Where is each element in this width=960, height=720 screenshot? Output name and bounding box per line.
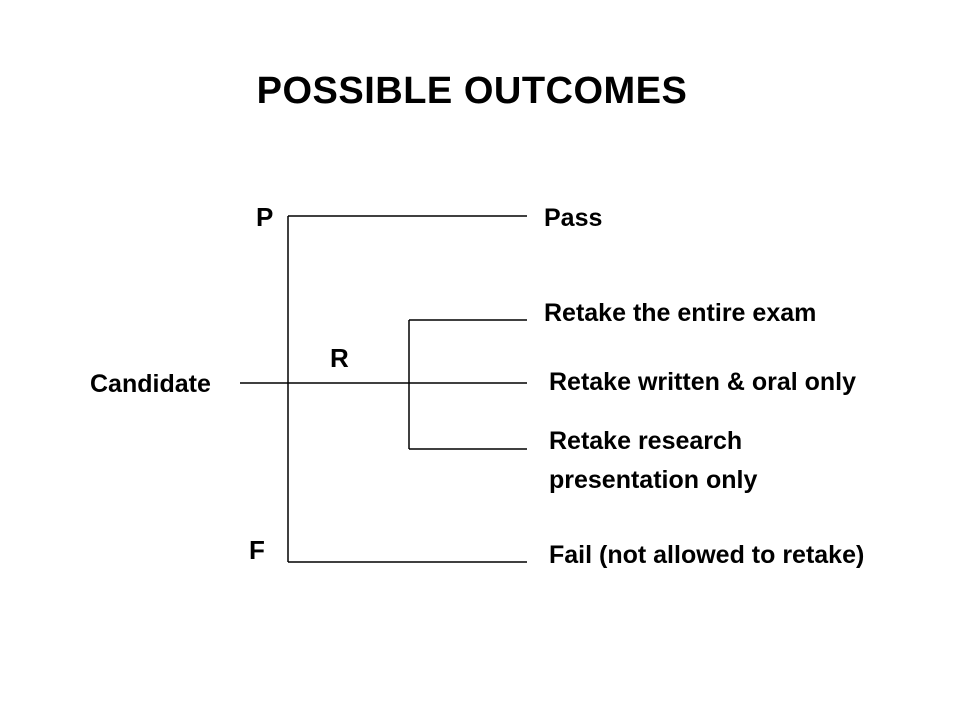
- diagram-title: POSSIBLE OUTCOMES: [256, 70, 688, 112]
- candidate-label: Candidate: [90, 370, 211, 398]
- outcome-retake-entire: Retake the entire exam: [544, 299, 817, 327]
- outcome-retake-research-line1: Retake research: [549, 427, 743, 455]
- outcome-fail: Fail (not allowed to retake): [549, 541, 865, 569]
- outcome-retake-written-oral: Retake written & oral only: [549, 368, 857, 396]
- outcome-retake-research-line2: presentation only: [549, 466, 758, 494]
- branch-letter-p: P: [256, 202, 274, 232]
- branch-letter-f: F: [249, 535, 265, 565]
- outcome-pass: Pass: [544, 204, 603, 232]
- branch-letter-r: R: [330, 343, 349, 373]
